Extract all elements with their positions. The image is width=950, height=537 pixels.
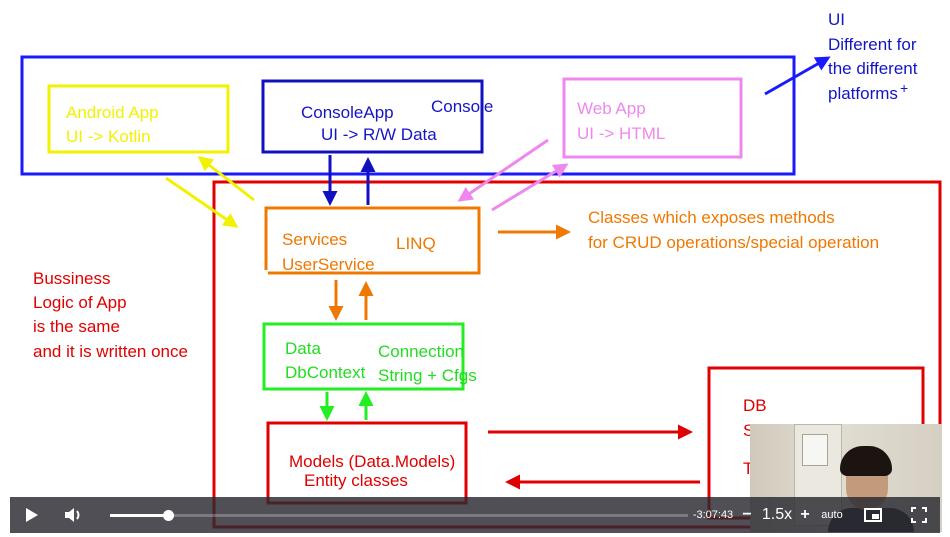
seek-bar-played	[110, 514, 168, 517]
play-icon	[26, 508, 38, 522]
webcam-window	[802, 434, 828, 466]
pip-button[interactable]	[862, 497, 884, 533]
android-app-subtitle: UI -> Kotlin	[66, 127, 151, 146]
console-label: Console	[431, 97, 494, 116]
console-app-title: ConsoleApp	[301, 103, 394, 122]
connection-line: String + Cfgs	[378, 366, 477, 385]
business-note-line: is the same	[33, 317, 120, 336]
ui-note-line: Different for	[828, 35, 917, 54]
services-box	[264, 206, 481, 275]
volume-icon	[65, 508, 80, 522]
db-label-partial: S	[743, 421, 755, 440]
time-remaining: -3:07:43	[692, 509, 734, 521]
arrow-android-to-services	[165, 176, 239, 228]
services-subtitle: UserService	[282, 255, 375, 274]
arrow-services-to-android	[197, 156, 255, 202]
fullscreen-button[interactable]	[908, 497, 930, 533]
arrow-web-to-services	[457, 138, 549, 202]
connection-line: Connection	[378, 342, 465, 361]
crud-note-line: Classes which exposes methods	[588, 208, 835, 227]
services-title: Services	[282, 230, 348, 249]
speed-increase-button[interactable]: +	[800, 506, 810, 523]
plus-mark: +	[900, 80, 909, 96]
ui-note-line: platforms	[828, 84, 898, 103]
ui-layer-frame	[20, 55, 796, 176]
crud-note-line: for CRUD operations/special operation	[588, 233, 880, 252]
web-app-subtitle: UI -> HTML	[577, 124, 666, 143]
models-title: Models (Data.Models)	[289, 452, 456, 471]
models-subtitle: Entity classes	[304, 471, 408, 490]
fullscreen-icon	[911, 507, 927, 523]
seek-thumb[interactable]	[162, 510, 174, 521]
quality-selector[interactable]: auto	[821, 509, 843, 521]
arrow-to-ui-note	[764, 56, 831, 96]
seek-bar[interactable]	[110, 510, 688, 521]
playback-speed[interactable]: 1.5x	[761, 506, 793, 523]
data-box	[262, 322, 465, 391]
picture-in-picture-icon	[864, 508, 882, 522]
ui-note-line: the different	[828, 59, 918, 78]
play-button[interactable]	[22, 497, 42, 533]
db-label: DB	[743, 396, 767, 415]
business-note-line: and it is written once	[33, 342, 188, 361]
android-app-box	[47, 84, 230, 154]
data-title: Data	[285, 339, 321, 358]
db-label-partial: T	[743, 459, 754, 478]
business-note-line: Bussiness	[33, 269, 111, 288]
web-app-title: Web App	[577, 99, 646, 118]
arrow-services-to-web	[491, 163, 569, 212]
data-subtitle: DbContext	[285, 363, 366, 382]
console-app-box	[261, 79, 484, 154]
speed-decrease-button[interactable]: −	[742, 506, 752, 523]
linq-label: LINQ	[396, 234, 436, 253]
video-control-bar: -3:07:43 − 1.5x + auto	[10, 497, 940, 533]
volume-button[interactable]	[62, 497, 86, 533]
android-app-title: Android App	[66, 103, 159, 122]
ui-note-line: UI	[828, 10, 845, 29]
console-app-subtitle: UI -> R/W Data	[321, 125, 437, 144]
business-note-line: Logic of App	[33, 293, 127, 312]
web-app-box	[562, 77, 743, 159]
